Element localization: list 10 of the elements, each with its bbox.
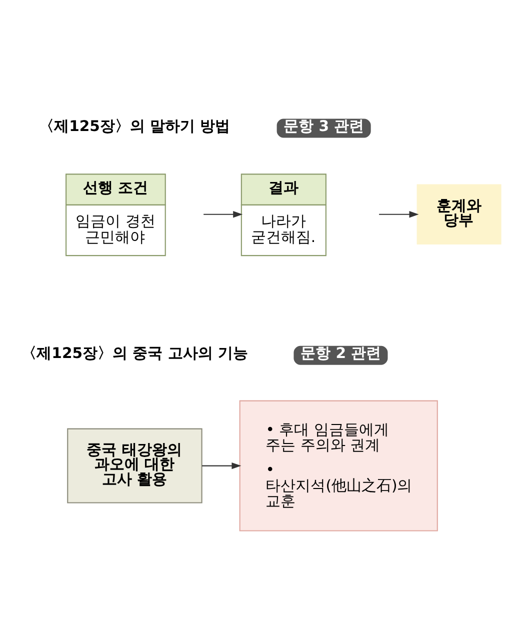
label: 문항 2 관련 [300, 344, 381, 362]
label: 〈제125장〉의 중국 고사의 기능 [21, 344, 248, 362]
label: 문항 3 관련 [283, 118, 364, 135]
node-box: 훈계와 당부 [416, 184, 501, 244]
label: 〈제125장〉의 말하기 방법 [38, 118, 230, 135]
arrow [378, 210, 418, 218]
node-box: 중국 태강왕의 과오에 대한 고사 활용 [66, 428, 202, 503]
node-box: • 후대 임금들에게 주는 주의와 권계 • 타산지석(他山之石)의 교훈 [238, 400, 438, 531]
arrow [202, 462, 241, 469]
arrow [203, 210, 242, 218]
